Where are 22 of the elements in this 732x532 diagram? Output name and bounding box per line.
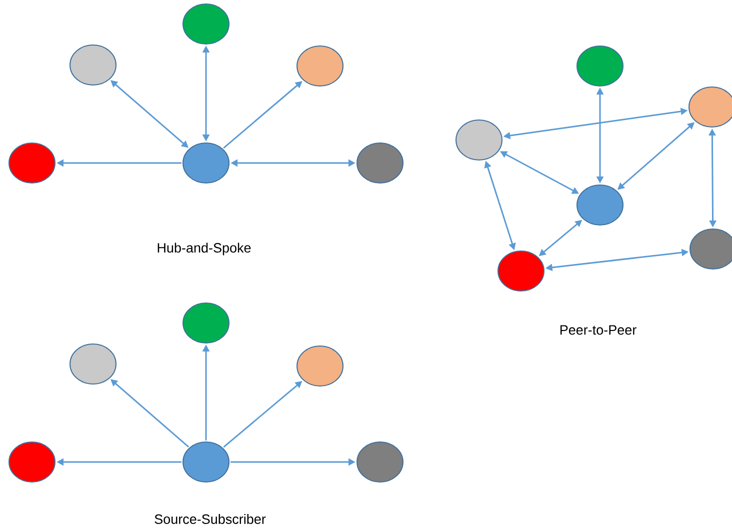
- arrow: [110, 379, 190, 448]
- node-ellipse: [576, 46, 624, 86]
- node-ellipse: [182, 442, 230, 482]
- caption: Hub-and-Spoke: [158, 242, 251, 256]
- node-ellipse: [70, 44, 116, 86]
- node-ellipse: [456, 120, 502, 160]
- node-ellipse: [182, 302, 230, 344]
- caption: Peer-to-Peer: [560, 325, 636, 335]
- node-ellipse: [498, 250, 544, 292]
- node-ellipse: [182, 142, 230, 184]
- node-ellipse: [576, 184, 624, 226]
- node-ellipse: [690, 228, 732, 270]
- node-ellipse: [70, 344, 116, 384]
- node-ellipse: [8, 142, 56, 184]
- node-ellipse: [8, 442, 56, 482]
- node-ellipse: [356, 142, 404, 184]
- node-ellipse: [182, 4, 230, 44]
- node-ellipse: [356, 442, 404, 482]
- node-ellipse: [688, 86, 732, 128]
- node-ellipse: [296, 46, 344, 86]
- node-ellipse: [296, 346, 344, 386]
- caption: Source-Subscriber: [154, 514, 266, 524]
